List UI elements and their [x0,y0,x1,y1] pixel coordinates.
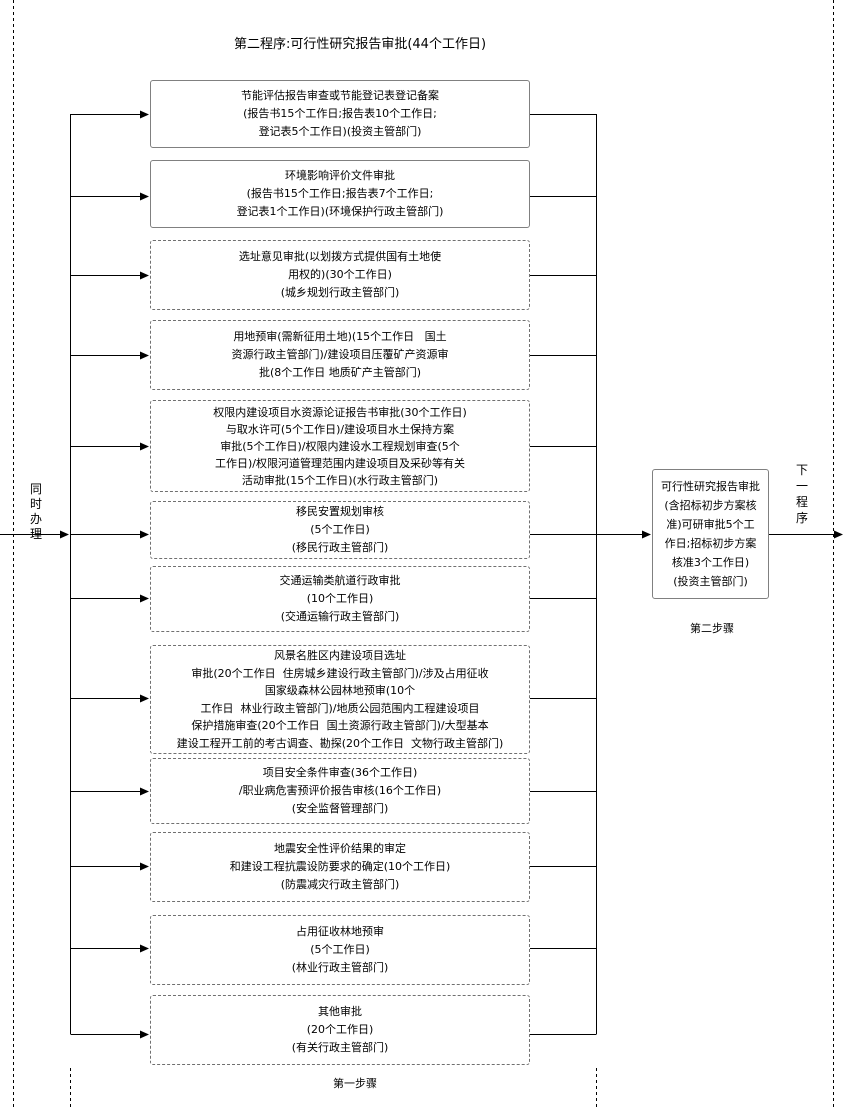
feasibility-report-approval-box: 可行性研究报告审批 (含招标初步方案核 准)可研审批5个工 作日;招标初步方案 … [652,469,769,599]
box-line: 项目安全条件审查(36个工作日) [262,766,418,779]
box-line: 审批(20个工作日 住房城乡建设行政主管部门)/涉及占用征收 [191,666,489,680]
input-arrowhead [60,530,69,539]
box-line: (移民行政主管部门) [291,541,389,554]
branch-in-arrowhead [140,351,149,360]
box-line: 占用征收林地预审 [296,925,384,938]
box-line: (城乡规划行政主管部门) [280,286,400,299]
concurrent-label-char: 理 [29,527,42,541]
box-line: (报告书15个工作日;报告表10个工作日; [243,107,437,120]
box-line: 用权的)(30个工作日) [288,268,392,281]
box-line: 建设工程开工前的考古调查、勘探(20个工作日 文物行政主管部门) [176,736,504,750]
step-two-label: 第二步骤 [690,622,734,635]
box-line: (有关行政主管部门) [291,1041,389,1054]
box-line: 和建设工程抗震设防要求的确定(10个工作日) [229,860,451,873]
box-line: 准)可研审批5个工 [666,518,755,531]
box-line: (交通运输行政主管部门) [280,610,400,623]
next-label-char: 序 [795,511,808,525]
approval-box-seismic: 地震安全性评价结果的审定 和建设工程抗震设防要求的确定(10个工作日) (防震减… [150,832,530,902]
box-line: 核准3个工作日) [671,556,750,569]
branch-in-arrowhead [140,862,149,871]
box-line: 资源行政主管部门)/建设项目压覆矿产资源审 [231,348,449,361]
branch-in-arrowhead [140,944,149,953]
box-line: 保护措施审查(20个工作日 国土资源行政主管部门)/大型基本 [191,719,489,732]
box-line: (含招标初步方案核 [664,499,757,512]
branch-in-arrowhead [140,530,149,539]
box-line: 国家级森林公园林地预审(10个 [264,684,416,697]
box-line: 活动审批(15个工作日)(水行政主管部门) [241,473,439,487]
box-line: 登记表5个工作日)(投资主管部门) [258,125,422,138]
branch-in-arrowhead [140,594,149,603]
branch-in-arrowhead [140,694,149,703]
to-final-arrowhead [642,530,651,539]
box-line: (投资主管部门) [673,575,748,588]
branch-in-arrowhead [140,442,149,451]
box-line: 节能评估报告审查或节能登记表登记备案 [241,89,439,102]
approval-box-environmental-impact: 环境影响评价文件审批 (报告书15个工作日;报告表7个工作日; 登记表1个工作日… [150,160,530,228]
approval-box-waterway: 交通运输类航道行政审批 (10个工作日) (交通运输行政主管部门) [150,566,530,632]
box-line: (5个工作日) [310,943,370,956]
approval-box-water-resources: 权限内建设项目水资源论证报告书审批(30个工作日) 与取水许可(5个工作日)/建… [150,400,530,492]
next-procedure-label: 下 一 程 序 [794,462,810,526]
branch-in-arrowhead [140,110,149,119]
box-line: 其他审批 [318,1005,362,1018]
approval-box-forest-land: 占用征收林地预审 (5个工作日) (林业行政主管部门) [150,915,530,985]
concurrent-label-char: 办 [29,512,42,526]
box-line: 地震安全性评价结果的审定 [274,842,406,855]
box-line: (林业行政主管部门) [291,961,389,974]
approval-box-energy-assessment: 节能评估报告审查或节能登记表登记备案 (报告书15个工作日;报告表10个工作日;… [150,80,530,148]
box-line: (防震减灾行政主管部门) [280,878,400,891]
box-line: 可行性研究报告审批 [661,480,760,493]
branch-in-arrowhead [140,787,149,796]
approval-box-resettlement: 移民安置规划审核 (5个工作日) (移民行政主管部门) [150,501,530,559]
box-line: (20个工作日) [306,1023,374,1036]
concurrent-processing-label: 同 时 办 理 [28,482,44,542]
box-line: 批(8个工作日 地质矿产主管部门) [258,366,422,379]
box-line: 作日;招标初步方案 [664,537,757,550]
branch-in-arrowhead [140,271,149,280]
next-label-char: 一 [795,479,808,493]
box-line: 工作日)/权限河道管理范围内建设项目及采砂等有关 [215,456,465,470]
box-line: 权限内建设项目水资源论证报告书审批(30个工作日) [213,405,467,419]
approval-box-site-selection: 选址意见审批(以划拨方式提供国有土地使 用权的)(30个工作日) (城乡规划行政… [150,240,530,310]
box-line: (报告书15个工作日;报告表7个工作日; [246,187,434,200]
box-line: (安全监督管理部门) [291,802,389,815]
box-line: (10个工作日) [306,592,374,605]
box-line: 选址意见审批(以划拨方式提供国有土地使 [238,250,442,263]
next-label-char: 下 [795,463,808,477]
box-line: 登记表1个工作日)(环境保护行政主管部门) [236,205,444,218]
concurrent-label-char: 时 [29,497,42,511]
box-line: 审批(5个工作日)/权限内建设水工程规划审查(5个 [220,439,460,453]
box-line: 与取水许可(5个工作日)/建设项目水土保持方案 [225,422,455,436]
approval-box-safety-conditions: 项目安全条件审查(36个工作日) /职业病危害预评价报告审核(16个工作日) (… [150,758,530,824]
output-arrowhead [834,530,843,539]
approval-box-other: 其他审批 (20个工作日) (有关行政主管部门) [150,995,530,1065]
diagram-title: 第二程序:可行性研究报告审批(44个工作日) [233,37,487,52]
box-line: 用地预审(需新征用土地)(15个工作日 国土 [233,330,447,343]
approval-box-land-pre-review: 用地预审(需新征用土地)(15个工作日 国土 资源行政主管部门)/建设项目压覆矿… [150,320,530,390]
box-line: 风景名胜区内建设项目选址 [274,649,406,662]
box-line: /职业病危害预评价报告审核(16个工作日) [238,784,442,797]
box-line: 环境影响评价文件审批 [285,169,395,182]
concurrent-label-char: 同 [29,482,42,496]
branch-in-arrowhead [140,192,149,201]
branch-in-arrowhead [140,1030,149,1039]
box-line: 工作日 林业行政主管部门)/地质公园范围内工程建设项目 [200,701,480,715]
approval-box-scenic-area: 风景名胜区内建设项目选址 审批(20个工作日 住房城乡建设行政主管部门)/涉及占… [150,645,530,754]
box-line: (5个工作日) [310,523,370,536]
next-label-char: 程 [795,495,808,509]
box-line: 交通运输类航道行政审批 [279,574,401,587]
step-one-label: 第一步骤 [333,1077,377,1090]
box-line: 移民安置规划审核 [296,505,384,518]
